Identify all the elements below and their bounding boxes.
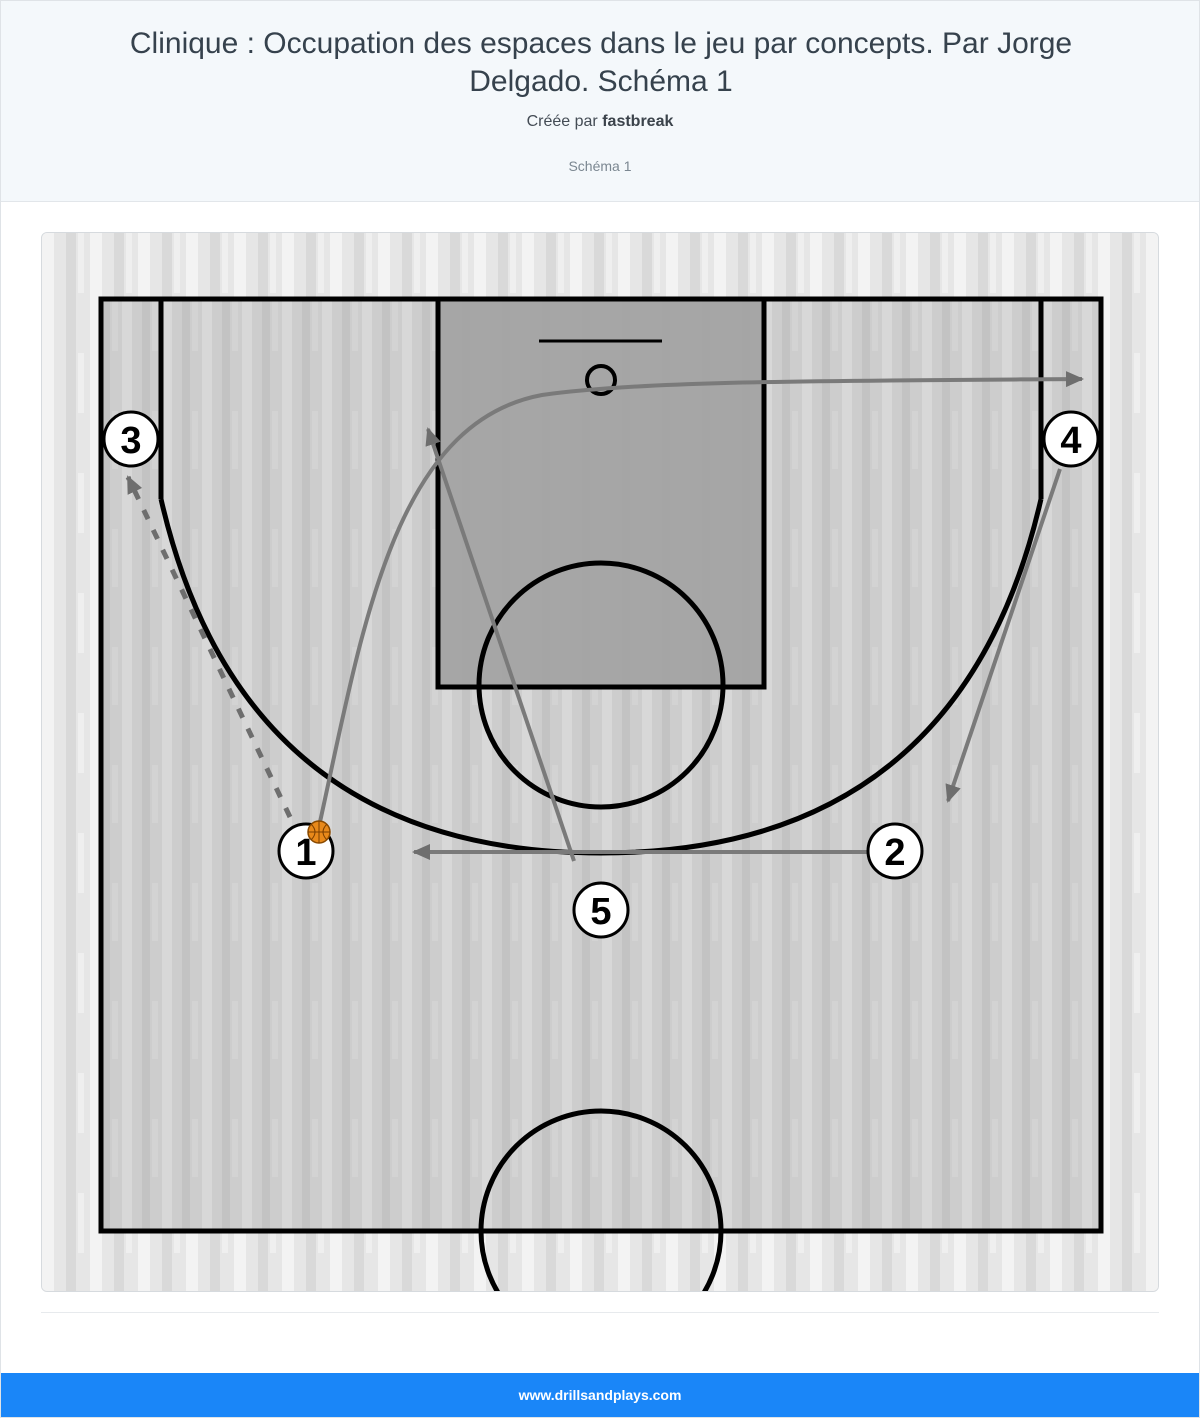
player-4-label: 4 bbox=[1060, 420, 1081, 462]
center-circle bbox=[478, 1108, 724, 1291]
footer-url-link[interactable]: www.drillsandplays.com bbox=[518, 1387, 682, 1403]
player-3-label: 3 bbox=[120, 420, 141, 462]
free-throw-circle bbox=[476, 560, 726, 810]
content-divider bbox=[41, 1312, 1159, 1313]
key-outline bbox=[435, 296, 767, 690]
court-svg: 3 4 1 2 5 bbox=[42, 233, 1158, 1291]
player-3[interactable]: 3 bbox=[102, 410, 160, 468]
player-5-label: 5 bbox=[590, 891, 611, 933]
player-2-label: 2 bbox=[884, 832, 905, 874]
author-name[interactable]: fastbreak bbox=[602, 113, 674, 130]
cut-arrow-player-1 bbox=[316, 371, 1084, 832]
player-1-label: 1 bbox=[295, 832, 316, 874]
play-diagram: 3 4 1 2 5 bbox=[41, 232, 1159, 1292]
site-footer: www.drillsandplays.com bbox=[1, 1373, 1199, 1417]
player-4[interactable]: 4 bbox=[1042, 410, 1100, 468]
diagram-subtitle: Schéma 1 bbox=[568, 158, 632, 174]
byline-prefix: Créée par bbox=[526, 113, 598, 130]
paint-area bbox=[438, 301, 764, 687]
pass-arrow-1-to-3 bbox=[125, 475, 293, 819]
cut-arrow-player-4 bbox=[945, 468, 1062, 803]
basketball-icon bbox=[307, 820, 331, 844]
player-2[interactable]: 2 bbox=[866, 822, 924, 880]
player-5[interactable]: 5 bbox=[572, 881, 630, 939]
page-header: Clinique : Occupation des espaces dans l… bbox=[1, 1, 1199, 202]
rim bbox=[585, 364, 617, 396]
cut-arrow-player-5 bbox=[425, 427, 576, 862]
page-title: Clinique : Occupation des espaces dans l… bbox=[129, 27, 1073, 98]
byline: Créée par fastbreak bbox=[1, 113, 1199, 131]
